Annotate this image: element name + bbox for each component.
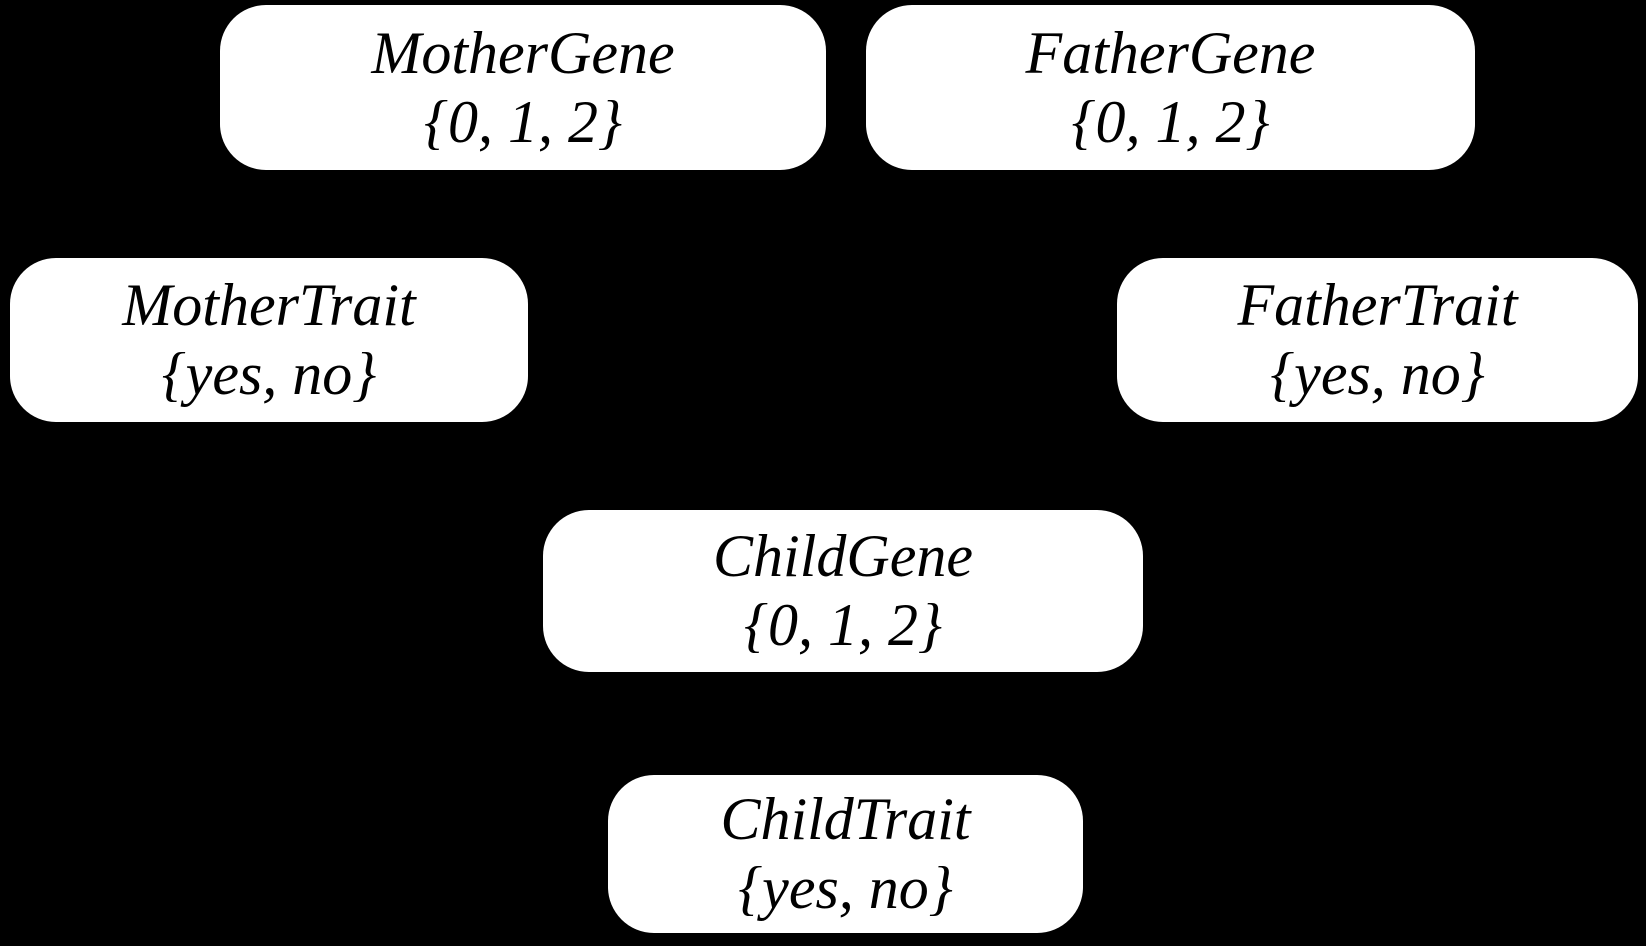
node-father-trait-label: FatherTrait [1237,272,1518,338]
node-father-trait: FatherTrait {yes, no} [1117,258,1638,422]
node-child-gene-label: ChildGene [713,523,973,589]
node-child-trait-label: ChildTrait [720,786,971,852]
node-mother-trait-domain: {yes, no} [161,341,377,407]
node-mother-trait-label: MotherTrait [122,272,416,338]
node-child-gene: ChildGene {0, 1, 2} [543,510,1143,672]
node-father-trait-domain: {yes, no} [1270,341,1485,407]
node-child-trait: ChildTrait {yes, no} [608,775,1083,933]
node-child-trait-domain: {yes, no} [738,855,953,921]
node-child-gene-domain: {0, 1, 2} [744,592,942,658]
node-mother-gene-domain: {0, 1, 2} [424,88,622,155]
node-mother-trait: MotherTrait {yes, no} [10,258,528,422]
node-mother-gene: MotherGene {0, 1, 2} [220,5,826,170]
node-father-gene-domain: {0, 1, 2} [1071,88,1270,155]
node-mother-gene-label: MotherGene [371,19,675,86]
node-father-gene-label: FatherGene [1025,19,1316,86]
node-father-gene: FatherGene {0, 1, 2} [866,5,1475,170]
